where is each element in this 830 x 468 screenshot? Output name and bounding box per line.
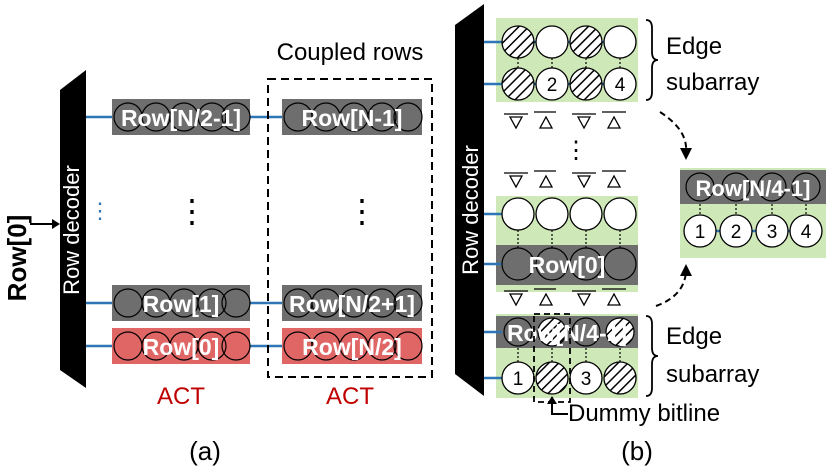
bottom-brace (645, 315, 659, 397)
row-left-top: Row[N/2-1] (112, 99, 251, 135)
row-decoder-b (455, 4, 484, 396)
blue-ellipsis: ⋮ (89, 198, 111, 223)
top-edge-subarray: 2 4 (484, 18, 638, 102)
act-left: ACT (157, 383, 205, 410)
sense-amps-middle (504, 170, 626, 189)
ellipsis-right: ⋮ (346, 193, 378, 229)
caption-b: (b) (621, 436, 653, 466)
curve-arrow-bottom (655, 271, 687, 307)
row-label-n2: Row[N/2] (302, 334, 402, 360)
ellipsis-left: ⋮ (176, 193, 208, 229)
sense-amps-top (504, 111, 626, 130)
row-label-1: Row[1] (143, 291, 220, 317)
top-brace (645, 19, 659, 101)
merged-num-2: 2 (731, 222, 742, 243)
dummy-arrow-head (547, 396, 557, 404)
act-right: ACT (326, 383, 374, 410)
row-input-label: Row[0] (2, 215, 32, 302)
dummy-arrow (551, 402, 568, 415)
middle-subarray: Row[0] (484, 196, 638, 292)
middle-row0-label: Row[0] (529, 252, 606, 278)
row-decoder-a (60, 70, 86, 388)
top-num-2: 2 (547, 75, 558, 96)
row-label-n-1: Row[N-1] (302, 105, 403, 131)
row-right-0: Row[N/2] (282, 328, 423, 364)
merged-num-4: 4 (801, 222, 812, 243)
wires-a (86, 115, 282, 348)
row-left-0: Row[0] (112, 328, 251, 364)
bottom-row-label: Row[N/4-1] (507, 320, 627, 346)
panel-a: Row[0] Row decoder ⋮ Row[N/2-1] ⋮ (2, 39, 433, 466)
bottom-num-3: 3 (581, 369, 592, 390)
row-decoder-b-label: Row decoder (458, 145, 483, 275)
coupled-rows-box (267, 78, 433, 378)
row-right-top: Row[N-1] (282, 99, 423, 135)
merged-num-1: 1 (695, 222, 706, 243)
input-arrow-head (52, 219, 60, 229)
row-left-1: Row[1] (112, 285, 251, 321)
curve-arrow-top (659, 111, 688, 153)
bottom-num-1: 1 (513, 369, 524, 390)
dummy-bitline-label: Dummy bitline (568, 400, 720, 427)
row-label-0: Row[0] (143, 334, 220, 360)
curve-arrow-bottom-head (680, 264, 692, 276)
row-decoder-a-label: Row decoder (59, 165, 84, 295)
row-label-n2-1: Row[N/2-1] (121, 105, 241, 131)
coupled-rows-label: Coupled rows (277, 39, 424, 66)
caption-a: (a) (189, 436, 221, 466)
top-edge-label-1: Edge (666, 33, 722, 60)
curve-arrow-top-head (680, 148, 692, 160)
ellipsis-b: ⋮ (564, 137, 588, 164)
merged-subarray: Row[N/4-1] 1 2 3 4 (680, 168, 826, 258)
row-right-1: Row[N/2+1] (282, 285, 423, 321)
bottom-edge-label-2: subarray (666, 361, 759, 388)
merged-row-label: Row[N/4-1] (696, 176, 811, 201)
top-edge-label-2: subarray (666, 69, 759, 96)
row-label-n2-plus1: Row[N/2+1] (289, 291, 415, 317)
panel-b: Row decoder (455, 4, 826, 466)
top-num-4: 4 (615, 75, 626, 96)
bottom-edge-label-1: Edge (666, 323, 722, 350)
sense-amps-lower (504, 288, 626, 307)
bottom-edge-subarray: Row[N/4-1] 1 3 (484, 313, 638, 403)
merged-num-3: 3 (767, 222, 778, 243)
